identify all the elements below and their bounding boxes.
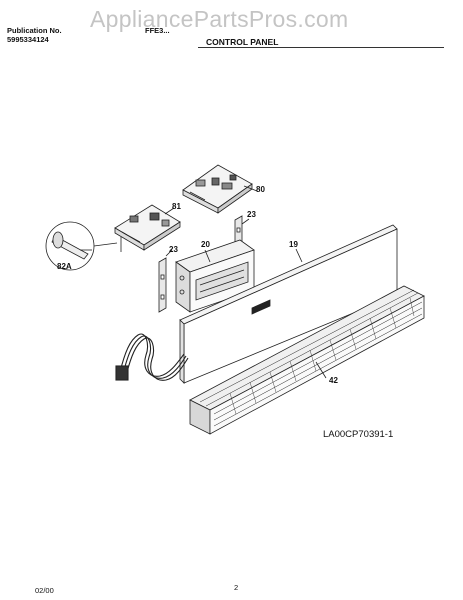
callout-23-upper: 23 — [247, 210, 256, 219]
vent-trim-42 — [189, 285, 425, 435]
diagram-code: LA00CP70391-1 — [323, 429, 394, 440]
publication-number: 5995334124 — [7, 35, 49, 44]
callout-82a: 82A — [57, 262, 72, 271]
control-board-81 — [114, 204, 181, 251]
callout-23-lower: 23 — [169, 245, 178, 254]
control-board-80 — [182, 164, 253, 214]
publication-label: Publication No. — [7, 26, 62, 35]
bracket-23-left — [158, 257, 167, 313]
display-module-20 — [175, 239, 255, 313]
footer-date: 02/00 — [35, 586, 54, 595]
model-number: FFE3... — [145, 26, 170, 35]
watermark: AppliancePartsPros.com — [90, 6, 349, 32]
wire-harness — [115, 333, 189, 381]
callout-20: 20 — [201, 240, 210, 249]
header-rule — [198, 47, 444, 48]
section-title: CONTROL PANEL — [206, 37, 279, 47]
page-number: 2 — [234, 583, 239, 592]
callout-19: 19 — [289, 240, 298, 249]
callout-42: 42 — [329, 376, 338, 385]
callout-81: 81 — [172, 202, 181, 211]
callout-80: 80 — [256, 185, 265, 194]
